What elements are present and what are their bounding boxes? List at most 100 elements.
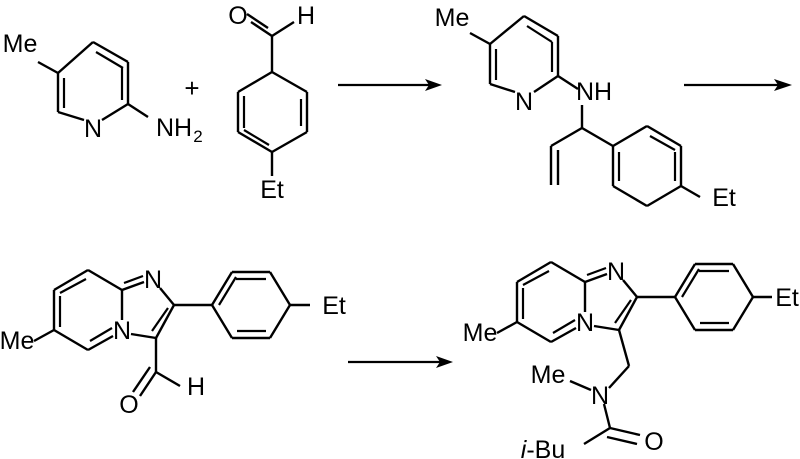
label-o-aldehyde-1: O bbox=[228, 2, 247, 30]
reaction-arrow-1 bbox=[338, 79, 442, 91]
bond-namide-me bbox=[569, 379, 592, 392]
bond-ar1-c4-c5 bbox=[237, 130, 273, 154]
bond-ar3-c1-c2 bbox=[210, 271, 234, 306]
bond-ar4-c4-c5 bbox=[731, 296, 755, 331]
label-n-bridge-1: N bbox=[113, 317, 131, 345]
bond-ar2-c4-et bbox=[680, 184, 701, 199]
bond-ar4-c3-c4 bbox=[731, 263, 755, 298]
label-o-amide: O bbox=[644, 428, 663, 456]
label-et-1: Et bbox=[260, 176, 284, 204]
bond-namide-carbonyl bbox=[602, 403, 612, 429]
bond-amide-o-b bbox=[606, 435, 638, 446]
bond-c5-me bbox=[37, 60, 59, 75]
bond-ip2-c8a-n1-inner bbox=[586, 266, 607, 277]
bond-ip1-c8a-n1 bbox=[121, 280, 145, 292]
bond-ip1-c8a-c8 bbox=[87, 268, 123, 292]
bond-ip1-n1-c2 bbox=[159, 287, 175, 306]
bond-ip2-c8-c7-inner bbox=[522, 270, 550, 286]
plus-sign: + bbox=[184, 73, 199, 103]
label-ibu-rest: -Bu bbox=[526, 436, 565, 459]
bond-ip1-c6-me bbox=[33, 328, 55, 343]
bond-ch-aryl bbox=[581, 126, 614, 148]
bond-py2-c2-nh bbox=[557, 74, 579, 91]
structure-allylamine-intermediate: Me N NH Et bbox=[435, 4, 736, 212]
structure-4-ethylbenzaldehyde: O H Et bbox=[228, 2, 315, 204]
bond-ar4-c1-c2 bbox=[673, 263, 697, 298]
label-nh2-subscript: 2 bbox=[193, 127, 202, 146]
label-n-imid-1: N bbox=[144, 266, 162, 294]
structure-final-amide-product: Me N N Et Me N O i-Bu bbox=[463, 258, 799, 459]
bond-ip1-c2-c3 bbox=[154, 304, 176, 339]
bond-ip2-c3-ch2 bbox=[617, 329, 631, 367]
bond-c4-c3-inner bbox=[95, 51, 124, 69]
bond-ip1-c5-n4-inner bbox=[89, 327, 113, 342]
bond-ip2-n1-c2 bbox=[622, 279, 638, 298]
bond-ar1-c3-c4 bbox=[271, 130, 308, 154]
bond-ar3-c6-c1-inner bbox=[218, 276, 237, 306]
bond-ip1-c2-c3-inner bbox=[151, 307, 169, 332]
bond-py2-n1-c6 bbox=[489, 82, 516, 94]
bond-c5-c4 bbox=[57, 41, 94, 74]
bond-cho2-h bbox=[155, 370, 181, 388]
arrow-1-head bbox=[425, 79, 442, 91]
bond-ar4-c6-c1 bbox=[673, 296, 697, 331]
label-ibu-italic-i: i bbox=[521, 436, 528, 459]
arrow-2-head bbox=[774, 79, 792, 91]
structure-5-methylpyridin-2-amine: Me N NH 2 bbox=[3, 30, 203, 146]
structure-imidazopyridine-carbaldehyde: Me N N Et O H bbox=[0, 266, 346, 419]
arrow-3-head bbox=[436, 356, 453, 368]
bond-ar1-c6-c1 bbox=[237, 70, 273, 94]
bond-cho-o-a bbox=[250, 21, 273, 37]
bond-ip1-c8a-n1-inner bbox=[123, 274, 144, 285]
bond-ip2-c2-c3-inner bbox=[614, 299, 632, 324]
bond-cho-o-b bbox=[246, 13, 269, 29]
bond-ip2-c6-me bbox=[496, 320, 518, 335]
bond-py2-c5-me bbox=[469, 31, 491, 46]
bond-py2-c2-n1 bbox=[533, 75, 559, 93]
bond-ip2-c8a-c8 bbox=[550, 260, 586, 284]
bond-ar2-c4-c5 bbox=[646, 184, 682, 208]
label-ibu: i-Bu bbox=[521, 436, 565, 459]
bond-ip2-c2-c3 bbox=[617, 296, 639, 331]
reaction-arrow-3 bbox=[348, 356, 453, 368]
bond-ip2-c5-n4 bbox=[550, 326, 577, 344]
label-h-aldehyde-2: H bbox=[187, 373, 205, 401]
bond-py2-c4-c3 bbox=[523, 14, 559, 38]
bond-ar1-c4-c5-inner bbox=[243, 129, 270, 146]
label-n-imid-2: N bbox=[607, 258, 625, 286]
label-et-2: Et bbox=[712, 184, 736, 212]
bond-py2-c4-c3-inner bbox=[526, 25, 553, 43]
bond-cho2-o-a bbox=[139, 371, 157, 397]
bond-c2-nh2 bbox=[127, 102, 149, 119]
bond-ip1-c5-n4 bbox=[87, 334, 114, 352]
bond-ip2-c6-c5 bbox=[516, 320, 552, 344]
bond-ar3-c4-c5 bbox=[268, 304, 292, 339]
bond-ar3-c3-c4 bbox=[268, 271, 292, 306]
label-me-2: Me bbox=[435, 4, 470, 32]
label-me-3: Me bbox=[0, 327, 34, 355]
label-nh2-text: NH bbox=[156, 114, 192, 142]
bond-ch2-namide bbox=[608, 365, 630, 389]
bond-carbonyl-ibu bbox=[583, 426, 611, 446]
label-me-4: Me bbox=[463, 319, 498, 347]
label-n-bridge-2: N bbox=[576, 309, 594, 337]
bond-cho2-o-b bbox=[132, 366, 151, 393]
bond-c2-n1 bbox=[101, 102, 129, 122]
bond-ip2-c8-c7 bbox=[516, 260, 552, 284]
bond-ar2-c2-c3 bbox=[646, 124, 682, 148]
bond-ip1-c3-n4 bbox=[130, 332, 157, 340]
bond-n1-c6 bbox=[57, 110, 85, 122]
bond-ip1-c6-c5 bbox=[53, 328, 89, 352]
bond-ip1-c8-c7-inner bbox=[59, 278, 87, 294]
bond-ip1-c8-c7 bbox=[53, 268, 89, 292]
label-h-aldehyde-1: H bbox=[297, 2, 315, 30]
bond-cho-h bbox=[271, 20, 295, 38]
bond-c4-c3 bbox=[92, 40, 129, 64]
bond-ar2-c1-c2 bbox=[612, 124, 648, 148]
bond-ar4-c6-c1-inner bbox=[681, 268, 700, 298]
bond-ip2-c8a-n1 bbox=[584, 272, 608, 284]
label-me-1: Me bbox=[3, 30, 38, 58]
reaction-arrow-2 bbox=[684, 79, 792, 91]
